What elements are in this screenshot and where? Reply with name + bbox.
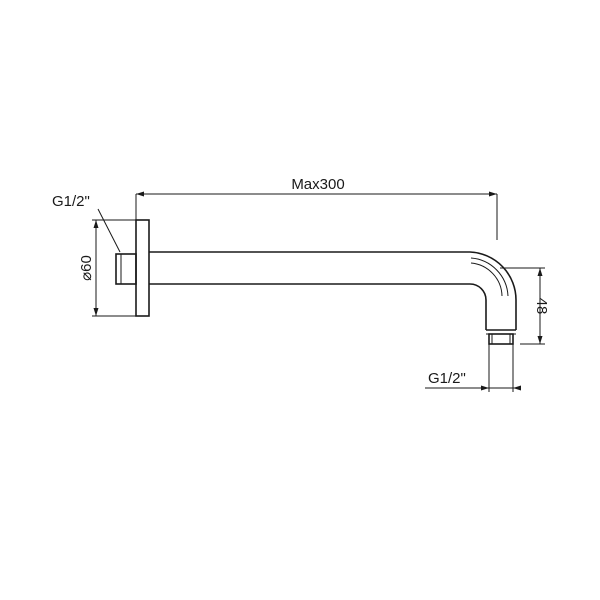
dimension-length: Max300 (135, 176, 498, 240)
outlet-thread-dimension: G1/2" (425, 344, 521, 392)
outlet-thread-label: G1/2" (428, 370, 466, 387)
flange-thread-label: G1/2" (52, 193, 90, 210)
flange-thread-callout: G1/2" (52, 193, 121, 253)
length-label: Max300 (291, 176, 344, 193)
wall-flange (115, 219, 150, 317)
drop-height-label: 48 (533, 298, 550, 315)
dimension-drop-height: 48 (500, 267, 550, 345)
flange-diameter-label: ⌀60 (78, 255, 95, 281)
shower-arm (149, 251, 517, 345)
dimension-flange-diameter: ⌀60 (78, 219, 136, 317)
